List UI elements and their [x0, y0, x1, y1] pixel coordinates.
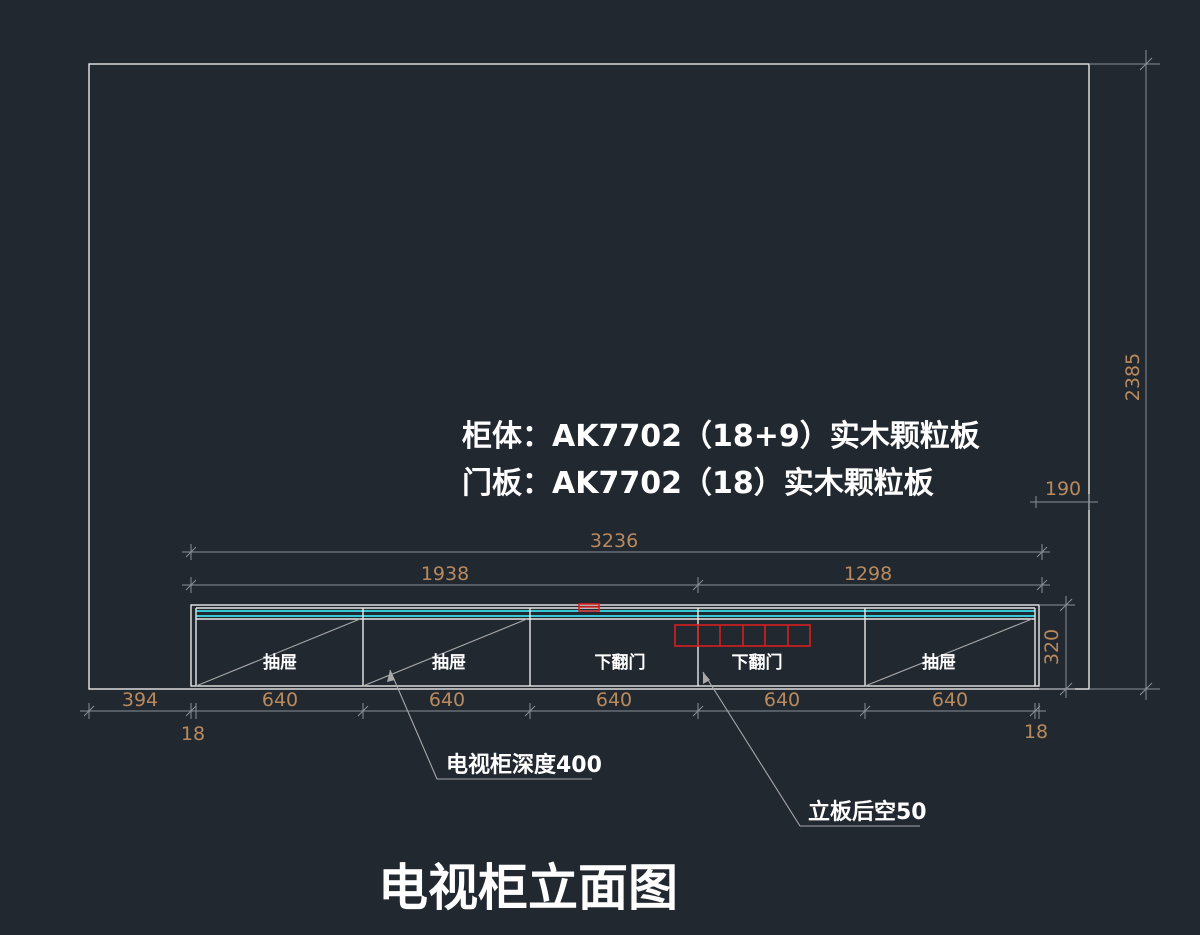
depth-callout-text: 电视柜深度400 — [446, 752, 602, 778]
module-label: 抽屉 — [432, 652, 466, 673]
depth-callout: 电视柜深度400 — [387, 669, 602, 780]
drawing-title: 电视柜立面图 — [378, 859, 678, 917]
module-width-value: 640 — [596, 689, 632, 711]
module-width-value: 640 — [429, 689, 465, 711]
wall-height-value: 2385 — [1122, 353, 1144, 401]
section-dimensions: 1938 1298 — [182, 563, 1050, 593]
left-gap-value: 394 — [122, 689, 158, 711]
cabinet-height-dimension: 320 — [1039, 596, 1075, 698]
wall-outline — [88, 63, 1090, 690]
left-section-value: 1938 — [421, 563, 469, 585]
equipment-slot-grid — [674, 624, 811, 647]
back-gap-callout: 立板后空50 — [702, 671, 927, 827]
total-width-dimension: 3236 — [182, 530, 1050, 560]
wall-height-dimension: 2385 — [1089, 50, 1160, 700]
door-material-note: 门板：AK7702（18）实木颗粒板 — [462, 466, 934, 501]
right-section-value: 1298 — [844, 563, 892, 585]
module-label: 下翻门 — [595, 652, 646, 673]
tv-cabinet: 抽屉 抽屉 下翻门 下翻门 抽屉 — [190, 603, 1040, 687]
right-offset-dimension: 190 — [1030, 478, 1098, 510]
module-width-value: 640 — [764, 689, 800, 711]
module-width-value: 640 — [262, 689, 298, 711]
cabinet-height-value: 320 — [1041, 629, 1063, 665]
panel-right-value: 18 — [1024, 721, 1048, 743]
total-width-value: 3236 — [590, 530, 638, 552]
right-offset-value: 190 — [1045, 478, 1081, 500]
module-width-value: 640 — [932, 689, 968, 711]
bottom-dimensions: 394 640 640 640 640 640 18 18 — [80, 689, 1048, 745]
module-label: 抽屉 — [922, 652, 956, 673]
panel-left-value: 18 — [181, 723, 205, 745]
module-label: 抽屉 — [263, 652, 297, 673]
module-label: 下翻门 — [732, 652, 783, 673]
cabinet-material-note: 柜体：AK7702（18+9）实木颗粒板 — [462, 419, 980, 454]
back-gap-callout-text: 立板后空50 — [808, 799, 927, 825]
